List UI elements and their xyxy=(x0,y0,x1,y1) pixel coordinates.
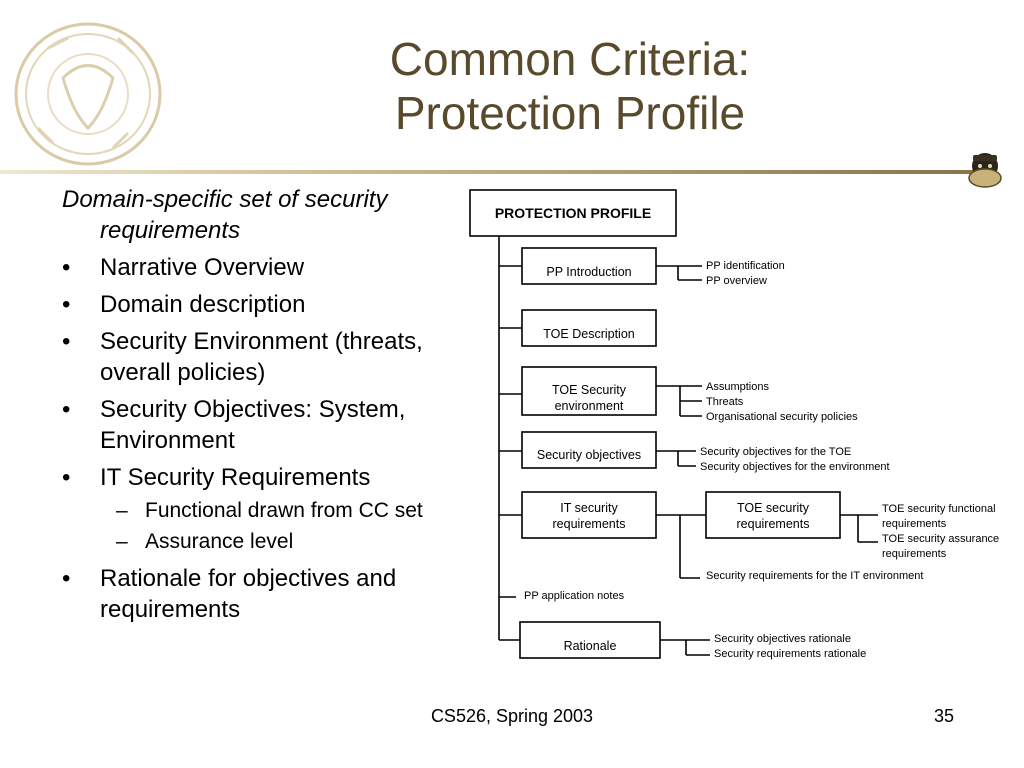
toe-env-item: Threats xyxy=(706,396,744,408)
security-objectives-label: Security objectives xyxy=(537,448,641,462)
bullet-item: IT Security Requirements Functional draw… xyxy=(62,462,492,557)
sub-bullet-item: Functional drawn from CC set xyxy=(108,495,492,526)
pp-intro-label: PP Introduction xyxy=(546,265,631,279)
it-security-label-line2: requirements xyxy=(553,517,626,531)
toe-req-item: TOE security assurance xyxy=(882,533,999,545)
toe-req-item: requirements xyxy=(882,518,947,530)
slide-title: Common Criteria: Protection Profile xyxy=(260,32,880,140)
bullet-item: Rationale for objectives and requirement… xyxy=(62,563,492,625)
mascot-logo-icon xyxy=(968,153,1002,188)
app-notes-label: PP application notes xyxy=(524,590,625,602)
bullet-list: Narrative Overview Domain description Se… xyxy=(62,252,492,625)
toe-description-label: TOE Description xyxy=(543,327,635,341)
toe-env-item: Organisational security policies xyxy=(706,411,858,423)
footer-course: CS526, Spring 2003 xyxy=(430,706,594,726)
toe-req-item: requirements xyxy=(882,548,947,560)
content-text: Domain-specific set of security requirem… xyxy=(62,184,492,631)
pp-intro-item: PP identification xyxy=(706,260,785,272)
root-box xyxy=(469,189,677,237)
bullet-item: Security Objectives: System, Environment xyxy=(62,394,492,456)
security-objectives-box xyxy=(521,431,657,469)
rationale-item: Security objectives rationale xyxy=(714,633,851,645)
it-security-label-line1: IT security xyxy=(560,501,618,515)
toe-security-label-line2: requirements xyxy=(737,517,810,531)
university-seal-icon xyxy=(14,22,162,166)
it-security-requirements-box xyxy=(521,491,657,539)
title-divider xyxy=(0,170,975,174)
it-environment-item: Security requirements for the IT environ… xyxy=(706,570,923,582)
bullet-item: Domain description xyxy=(62,289,492,320)
bullet-item: Security Environment (threats, overall p… xyxy=(62,326,492,388)
intro-text: Domain-specific set of security requirem… xyxy=(62,186,388,244)
toe-env-label-line2: environment xyxy=(555,399,624,413)
toe-env-label-line1: TOE Security xyxy=(552,383,627,397)
toe-req-item: TOE security functional xyxy=(882,503,996,515)
toe-security-requirements-box xyxy=(705,491,841,539)
sub-bullet-list: Functional drawn from CC set Assurance l… xyxy=(100,495,492,557)
bullet-item: Narrative Overview xyxy=(62,252,492,283)
root-label: PROTECTION PROFILE xyxy=(495,205,651,221)
security-objectives-item: Security objectives for the TOE xyxy=(700,446,851,458)
title-line-1: Common Criteria: xyxy=(389,33,751,85)
toe-description-box xyxy=(521,309,657,347)
slide-number: 35 xyxy=(934,706,955,726)
toe-env-item: Assumptions xyxy=(706,381,769,393)
rationale-item: Security requirements rationale xyxy=(714,648,866,660)
toe-env-box xyxy=(521,366,657,416)
security-objectives-item: Security objectives for the environment xyxy=(700,461,890,473)
toe-security-label-line1: TOE security xyxy=(737,501,810,515)
title-line-2: Protection Profile xyxy=(394,87,746,139)
pp-intro-item: PP overview xyxy=(706,275,767,287)
rationale-label: Rationale xyxy=(564,639,617,653)
sub-bullet-item: Assurance level xyxy=(108,526,492,557)
